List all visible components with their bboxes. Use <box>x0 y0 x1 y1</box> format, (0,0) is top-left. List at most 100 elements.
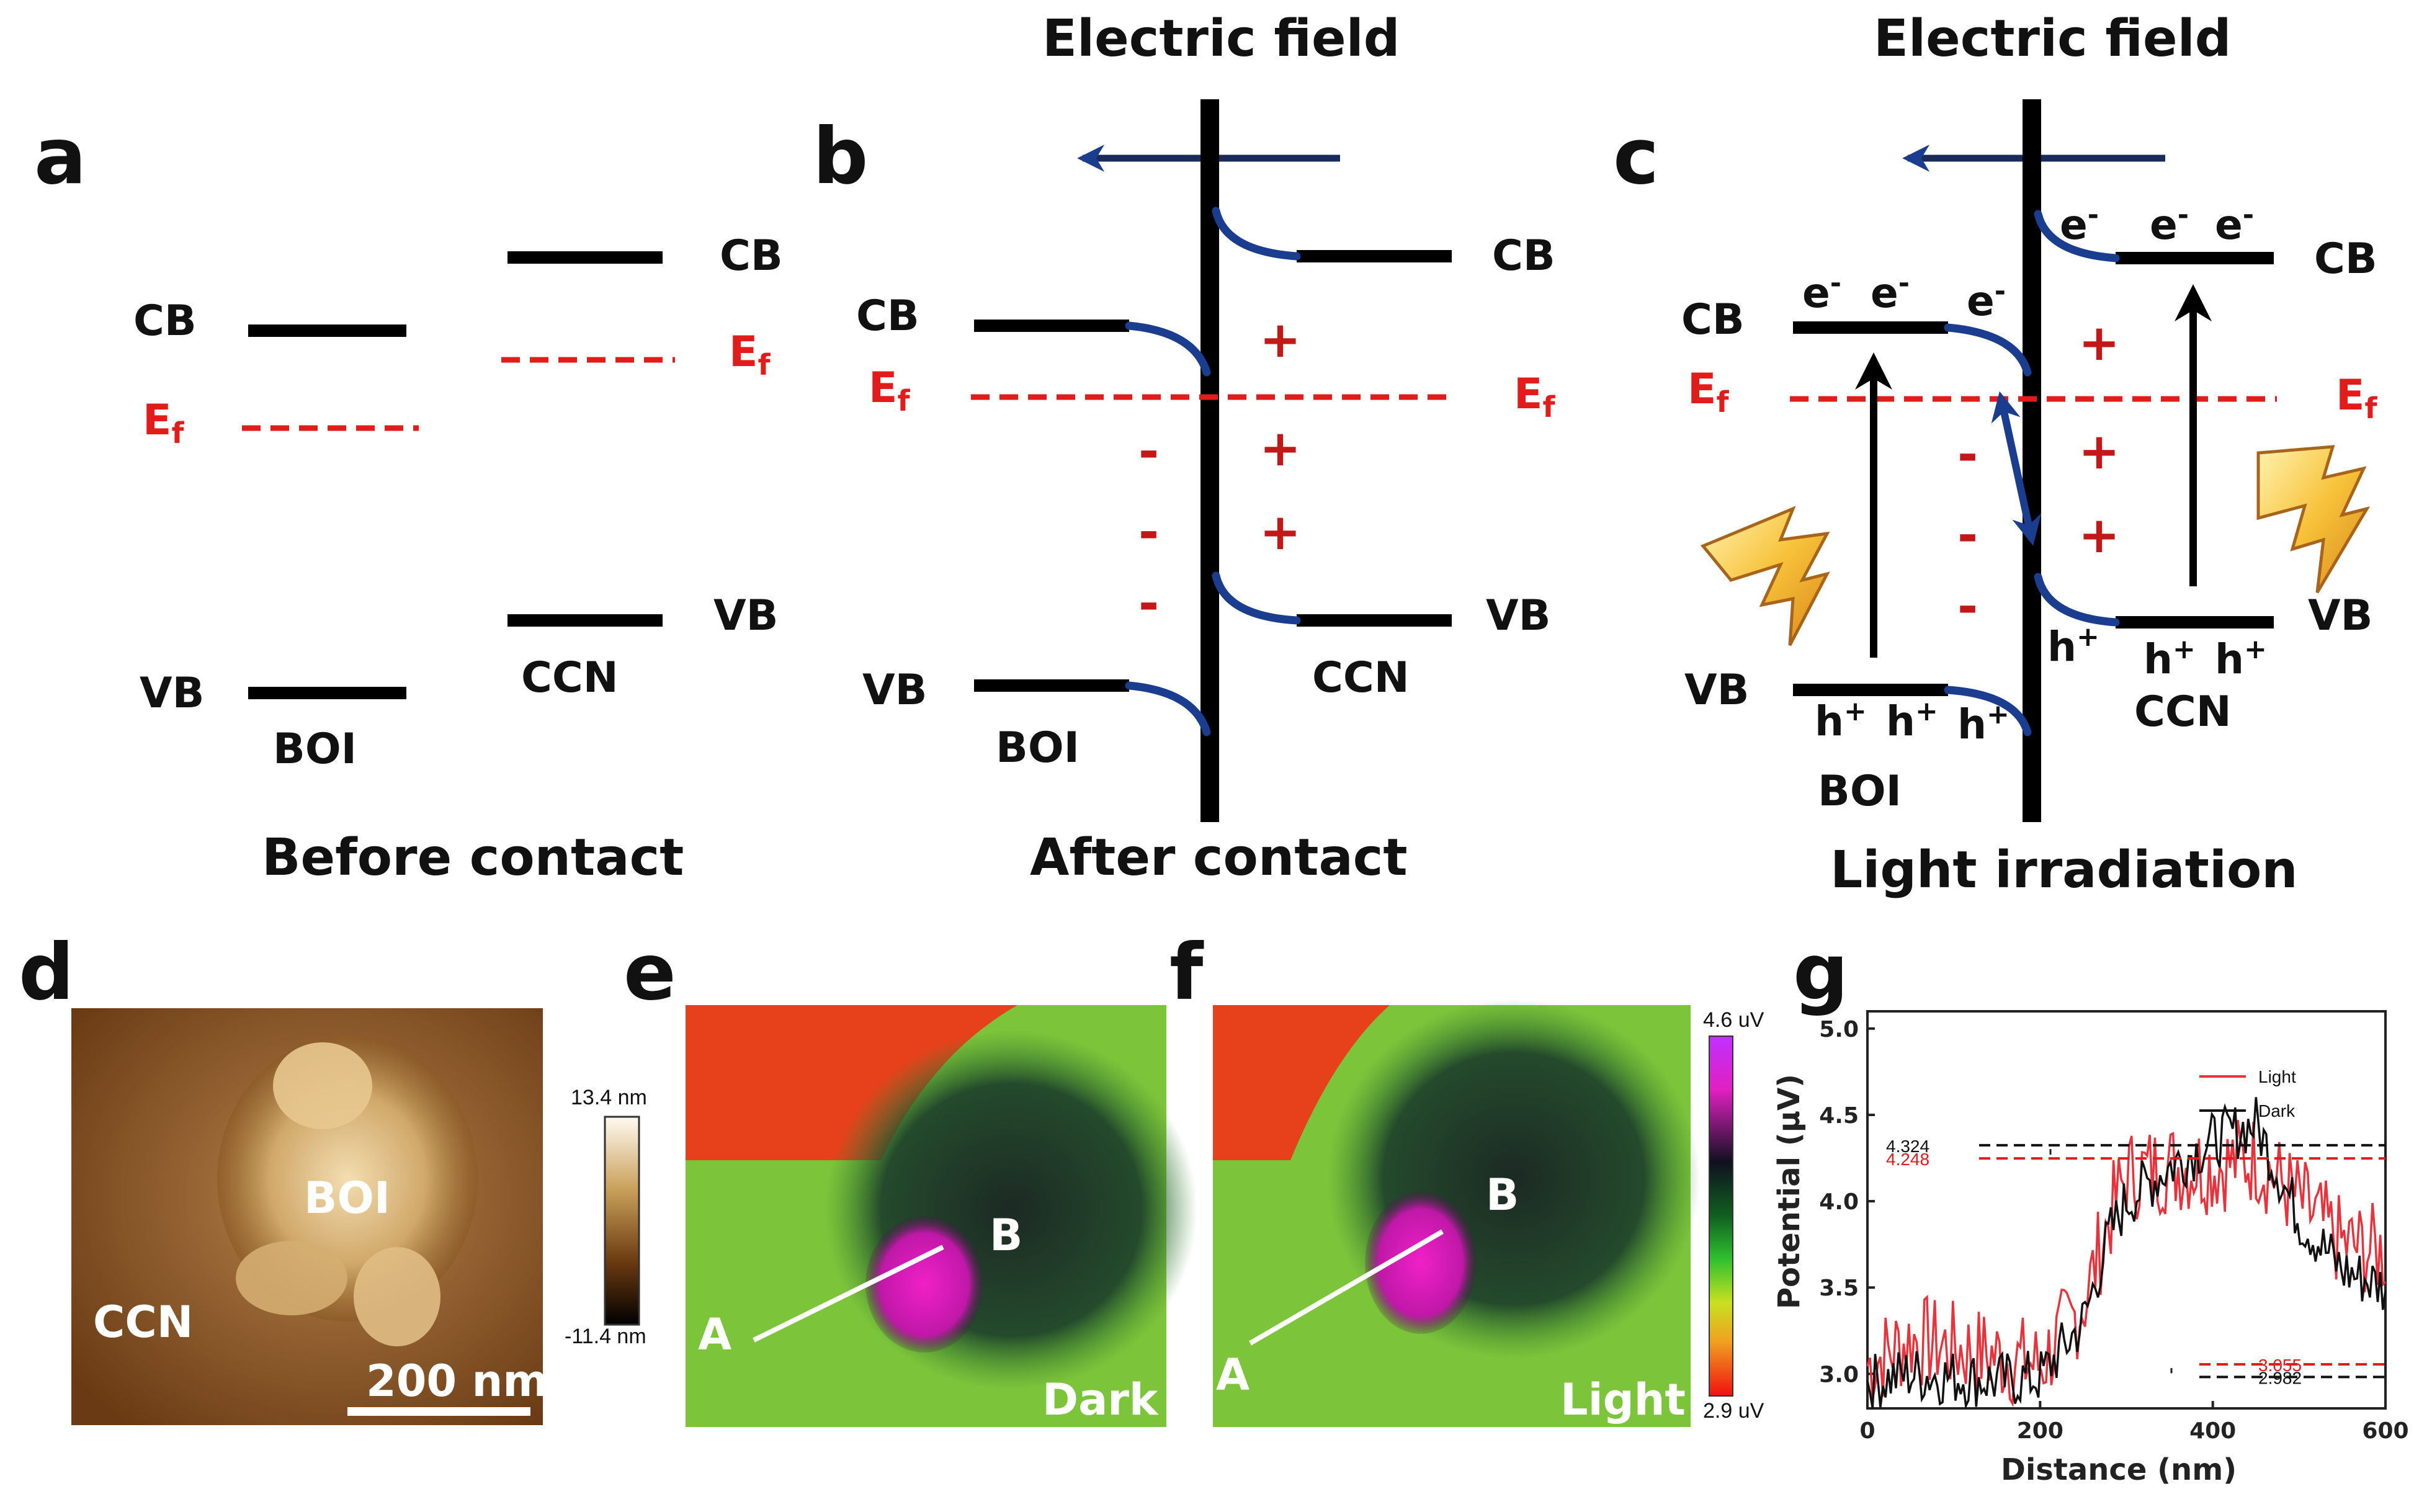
ccn-vb-bend-c <box>2034 573 2120 627</box>
boi-vb-bend-b <box>1125 681 1211 736</box>
kpfm-boi-spot <box>1365 1191 1477 1334</box>
panel-a: a CB VB CB VB Ef Ef BOI CCN Before conta… <box>34 112 783 887</box>
electric-field-title-b: Electric field <box>1042 9 1400 68</box>
panel-letter-g: g <box>1793 928 1848 1018</box>
lightning-bolt-icon <box>1700 506 1830 646</box>
boi-cb-label: CB <box>133 297 197 346</box>
minus-sign: - <box>1957 578 1978 635</box>
kpfm-colorbar-min: 2.9 uV <box>1703 1399 1764 1423</box>
line-profile <box>753 1245 944 1343</box>
ccn-label-c: CCN <box>2134 687 2232 736</box>
kpfm-boi-spot <box>865 1216 983 1353</box>
electron-label: e- <box>1802 267 1841 317</box>
boi-cb-bend-b <box>1125 321 1211 377</box>
point-a-label: A <box>698 1309 731 1360</box>
ccn-label: CCN <box>521 653 619 702</box>
afm-colorbar <box>604 1116 640 1326</box>
caption-b: After contact <box>1030 828 1408 887</box>
boi-particle <box>354 1247 440 1346</box>
boi-cb-bend-c <box>1944 323 2032 377</box>
boi-label: BOI <box>273 725 357 774</box>
plus-sign: + <box>2078 423 2120 480</box>
cb-label-b-left: CB <box>856 292 919 341</box>
electric-field-title-c: Electric field <box>1874 9 2231 68</box>
electron-label: e- <box>2150 199 2189 249</box>
plus-sign: + <box>1259 419 1301 477</box>
scale-bar-label: 200 nm <box>366 1356 548 1407</box>
panel-letter-c: c <box>1613 112 1659 202</box>
x-tick-label: 400 <box>2189 1418 2236 1444</box>
y-tick-label: 4.5 <box>1819 1103 1859 1129</box>
panel-letter-e: e <box>624 928 676 1018</box>
minus-sign: - <box>1957 426 1978 483</box>
y-tick-label: 5.0 <box>1819 1017 1859 1042</box>
recombination-arrow <box>1991 391 2042 546</box>
ef-label-b-left: Ef <box>869 364 910 418</box>
ccn-ef-label: Ef <box>729 328 771 382</box>
panel-c: c Electric field CB VB CB VB Ef Ef + + +… <box>1613 9 2377 900</box>
minus-sign: - <box>1138 503 1159 561</box>
lightning-bolt-icon <box>2256 445 2371 594</box>
minus-sign: - <box>1138 575 1159 632</box>
electron-label: e- <box>2060 199 2099 249</box>
x-axis-label: Distance (nm) <box>2001 1452 2237 1487</box>
y-axis-label: Potential (μV) <box>1772 1074 1807 1309</box>
panel-f: f A B Light 4.6 uV 2.9 uV <box>1169 928 1764 1427</box>
panel-d: d BOI CCN 200 nm 13.4 nm -11.4 nm <box>19 928 647 1425</box>
vb-label-c-right: VB <box>2308 591 2372 640</box>
boi-vb-label: VB <box>140 669 204 718</box>
legend-label: Dark <box>2258 1101 2296 1121</box>
hole-label: h+ <box>2047 621 2099 671</box>
cb-label-c-left: CB <box>1681 295 1745 344</box>
ccn-cb-bend-b <box>1212 207 1301 261</box>
plus-sign: + <box>1259 503 1301 561</box>
vb-label-b-right: VB <box>1486 591 1550 640</box>
hole-label: h+ <box>1957 699 2010 748</box>
ccn-vb-bend-b <box>1212 571 1301 625</box>
ccn-cb-bend-c <box>2034 210 2120 262</box>
boi-vb-bend-c <box>1944 686 2032 736</box>
hole-label: h+ <box>2144 633 2196 683</box>
afm-colorbar-max: 13.4 nm <box>571 1086 647 1109</box>
kpfm-colorbar <box>1709 1036 1733 1397</box>
ccn-cb-label: CB <box>720 231 783 280</box>
caption-a: Before contact <box>262 828 684 887</box>
afm-ccn-label: CCN <box>93 1297 193 1348</box>
vb-label-c-left: VB <box>1684 666 1749 715</box>
series-line-dark <box>1866 1097 2387 1410</box>
electron-label: e- <box>1967 275 2006 325</box>
panel-letter-d: d <box>19 928 74 1018</box>
kpfm-colorbar-max: 4.6 uV <box>1703 1008 1764 1032</box>
boi-label-c: BOI <box>1818 767 1902 816</box>
x-tick-label: 0 <box>1859 1418 1875 1444</box>
hole-label: h+ <box>1886 696 1938 745</box>
annotation-label: 4.248 <box>1886 1150 1929 1169</box>
boi-particle <box>236 1241 347 1315</box>
dark-label: Dark <box>1042 1374 1159 1425</box>
vb-label-b-left: VB <box>862 666 927 715</box>
x-tick-label: 200 <box>2017 1418 2063 1444</box>
annotation-label: 4.324 <box>1886 1137 1929 1156</box>
point-b-label: B <box>990 1210 1022 1261</box>
line-profile <box>1248 1229 1444 1346</box>
caption-c: Light irradiation <box>1830 841 2298 900</box>
legend-label: Light <box>2258 1067 2296 1086</box>
plus-sign: + <box>2078 314 2120 372</box>
light-label: Light <box>1560 1374 1686 1425</box>
minus-sign: - <box>1957 506 1978 564</box>
ef-label-b-right: Ef <box>1514 370 1555 424</box>
boi-particle <box>273 1042 372 1129</box>
panel-e: e A B Dark <box>624 928 1197 1427</box>
point-b-label: B <box>1486 1170 1519 1220</box>
y-tick-label: 4.0 <box>1819 1189 1859 1215</box>
electron-label: e- <box>2215 199 2254 249</box>
ef-label-c-left: Ef <box>1688 365 1729 419</box>
panel-letter-a: a <box>34 112 86 202</box>
minus-sign: - <box>1138 423 1159 480</box>
y-tick-label: 3.0 <box>1819 1362 1859 1387</box>
afm-boi-label: BOI <box>304 1173 390 1223</box>
boi-ef-label: Ef <box>143 396 184 450</box>
